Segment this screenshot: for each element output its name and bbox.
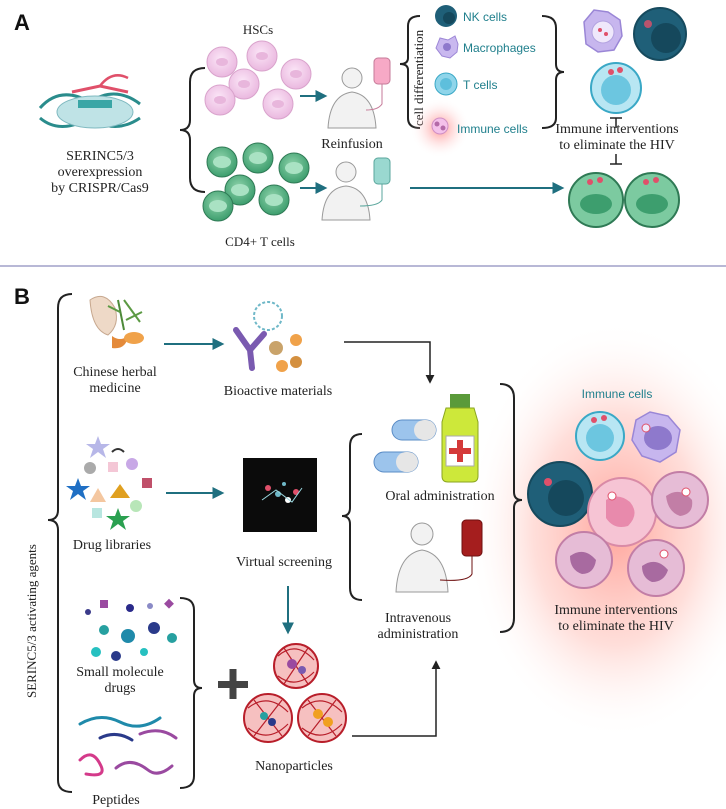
patient-reinfusion-hsc [327,57,391,129]
t-cell-icon [434,72,458,96]
cd4-cell [258,184,290,216]
crispr-label-line3: by CRISPR/Cas9 [51,181,149,196]
iv-label-line1: Intravenous [385,611,451,626]
crispr-label-line2: overexpression [58,165,143,180]
drug-libraries-illustration [66,436,152,530]
oral-label: Oral administration [385,489,494,504]
immune-cells-icon [431,117,449,135]
reinfusion-label: Reinfusion [321,137,382,152]
cell-type-immune: Immune cells [457,122,528,136]
immune-cells-cluster-a [583,7,687,114]
brace-left-b [47,293,73,793]
cd4-cell [202,190,234,222]
hsc-cell [206,46,238,78]
infected-cd4-cells [568,172,680,228]
hsc-cell [280,58,312,90]
crispr-cas9-illustration [38,74,141,129]
interventions-b-line1: Immune interventions [554,603,677,618]
immune-cells-label-b: Immune cells [582,387,653,401]
cd4-cell [224,174,256,206]
nanoparticles-illustration [243,643,347,743]
arrow-nano-to-iv [352,660,441,737]
nanoparticles-label: Nanoparticles [255,759,333,774]
hsc-cells [204,40,312,120]
brace-differentiation [399,15,421,129]
small-molecule-label-line2: drugs [104,681,135,696]
hscs-label: HSCs [243,22,273,37]
hsc-cell [262,88,294,120]
oral-administration-illustration [373,394,479,483]
hsc-cell [204,84,236,116]
cd4-cells [202,142,310,222]
herbal-medicine-illustration [89,295,144,349]
brace-administration [341,433,363,601]
cell-type-macrophages: Macrophages [463,41,536,55]
plus-icon [218,669,248,699]
cd4-cell [278,152,310,184]
arrow-bioactive-to-oral [344,341,435,384]
bioactive-materials-illustration [233,301,302,372]
macrophage-icon [435,35,459,59]
immune-interventions-a-line2: to eliminate the HIV [559,138,674,153]
cell-type-t-cells: T cells [463,78,497,92]
peptides-illustration [78,716,178,777]
inhibition-down [610,154,622,165]
immune-cells-cluster-b [527,411,709,597]
panel-a-letter: A [14,10,30,35]
bioactive-label: Bioactive materials [224,384,332,399]
virtual-screening-illustration [243,458,317,532]
inhibition-up [610,117,622,128]
patient-reinfusion-cd4 [321,157,391,221]
virtual-screening-label: Virtual screening [236,555,332,570]
cd4-cell [206,146,238,178]
crispr-label-line1: SERINC5/3 [66,149,134,164]
cd4-label: CD4+ T cells [225,234,295,249]
intravenous-illustration [395,519,483,593]
small-molecule-illustration [85,598,177,661]
immune-interventions-a-line1: Immune interventions [555,122,678,137]
cell-type-nk: NK cells [463,10,507,24]
small-molecule-label-line1: Small molecule [76,665,163,680]
cd4-cell [242,142,274,174]
nk-cell-icon [435,5,457,27]
differentiation-label: cell differentiation [411,29,426,126]
herbal-label-line1: Chinese herbal [73,365,157,380]
brace-a [179,67,206,193]
iv-label-line2: administration [378,627,459,642]
brace-small-molecules-peptides [179,597,203,789]
panel-b-letter: B [14,284,30,309]
drug-libraries-label: Drug libraries [73,538,151,553]
brace-right-b [499,383,523,633]
hsc-cell [228,68,260,100]
interventions-b-line2: to eliminate the HIV [558,619,673,634]
hsc-cell [246,40,278,72]
herbal-label-line2: medicine [89,381,140,396]
peptides-label: Peptides [92,793,139,808]
side-label-activating-agents: SERINC5/3 activating agents [24,544,39,698]
brace-immune-right-a [541,15,565,129]
